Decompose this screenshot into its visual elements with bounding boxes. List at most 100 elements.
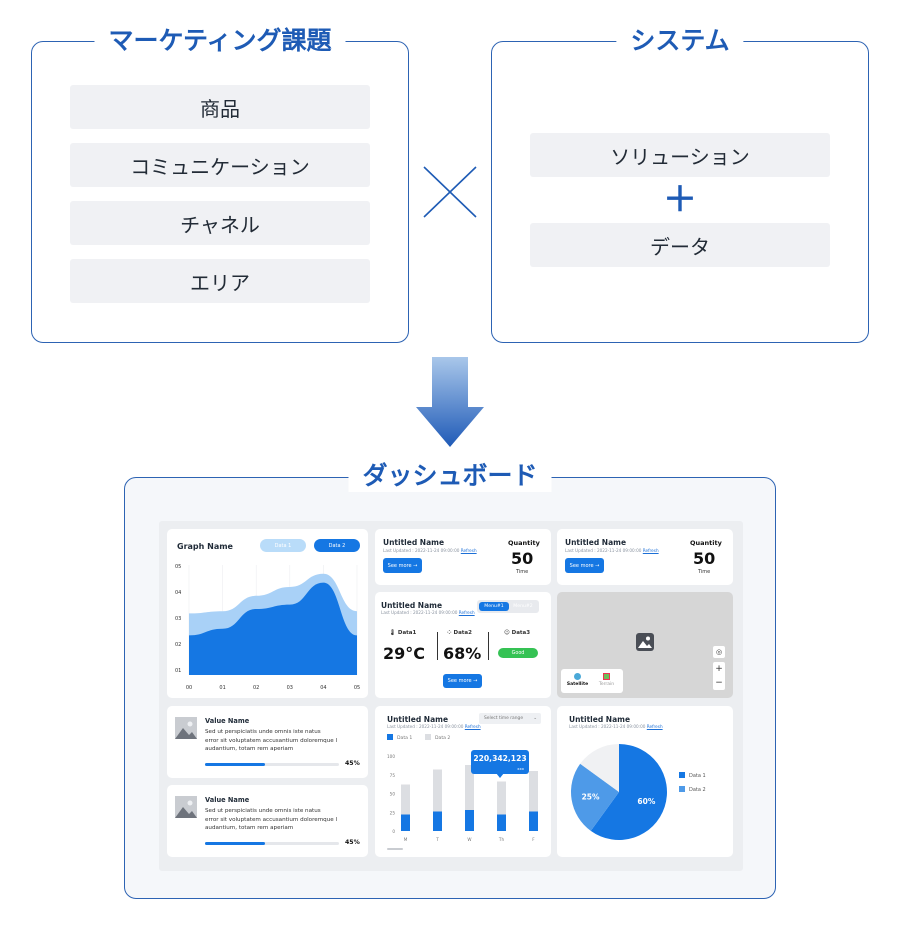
dashboard-title: ダッシュボード [348,460,552,492]
data1-value: 29°C [383,644,426,663]
issue-communication: コミュニケーション [70,143,370,187]
pie-title: Untitled Name [569,715,631,724]
zoom-in-button[interactable]: + [715,664,723,674]
marketing-issues-box: マーケティング課題 商品 コミュニケーション チャネル エリア [31,25,409,343]
bar-card: Untitled Name Last Updated : 2022-11-24 … [375,706,551,857]
qty1-refresh-link[interactable]: Refresh [460,548,477,553]
sensor-refresh-link[interactable]: Refresh [458,610,475,615]
scroll-indicator[interactable] [387,848,403,850]
bar-refresh-link[interactable]: Refresh [464,724,481,729]
map-layer-switch: Satellite Terrain [561,669,623,693]
tooltip-value: 220,342,123 [473,754,527,763]
multiply-icon [423,166,477,218]
x-tick-label: T [435,837,439,842]
value2-title: Value Name [205,796,250,804]
sensor-updated: Last Updated : 2022-11-24 09:00:00 Refre… [381,610,475,615]
toggle-data1-button[interactable]: Data 1 [260,539,306,552]
qty1-unit: Time [516,569,529,575]
value1-progress-fill [205,763,266,766]
x-tick-label: 01 [219,685,225,691]
bar-tooltip: 220,342,123 xxx [471,750,529,778]
menu1-tab[interactable]: Menu#1 [479,602,509,611]
bar-data2 [529,771,538,812]
x-tick-label: M [404,837,408,842]
y-tick-label: 01 [175,668,181,674]
issue-area: エリア [70,259,370,303]
layer-terrain-button[interactable]: Terrain [593,673,620,687]
image-thumbnail-icon [175,796,197,818]
data2-label: ⁘ Data2 [447,630,472,636]
y-tick-label: 0 [392,829,395,834]
menu-switch: Menu#1 Menu#2 [477,600,539,613]
system-box: システム ソリューション ＋ データ [491,25,869,343]
qty1-see-more-button[interactable]: See more → [383,558,422,573]
toggle-data2-button[interactable]: Data 2 [314,539,360,552]
value1-percent: 45% [345,760,360,767]
pie-updated: Last Updated : 2022-11-24 09:00:00 Refre… [569,724,663,729]
quantity-card-2: Untitled Name Last Updated : 2022-11-24 … [557,529,733,585]
sensor-see-more-button[interactable]: See more → [443,674,482,688]
bar-updated: Last Updated : 2022-11-24 09:00:00 Refre… [387,724,481,729]
pie-card: Untitled Name Last Updated : 2022-11-24 … [557,706,733,857]
legend-swatch [425,734,431,740]
time-range-select[interactable]: Select time range ⌄ [479,713,541,724]
sensor-card: Untitled Name Last Updated : 2022-11-24 … [375,592,551,698]
legend-swatch [679,786,685,792]
bar-data2 [465,765,474,810]
qty1-value: 50 [511,549,534,568]
bar-title: Untitled Name [387,715,449,724]
bar-data1 [401,814,410,831]
menu2-tab[interactable]: Menu#2 [513,604,533,609]
qty2-unit: Time [698,569,711,575]
bar-data1 [529,811,538,831]
quantity-card-1: Untitled Name Last Updated : 2022-11-24 … [375,529,551,585]
y-tick-label: 03 [175,616,181,622]
x-tick-label: 04 [320,685,326,691]
plus-icon: ＋ [663,180,697,220]
y-tick-label: 05 [175,564,181,570]
graph-card-title: Graph Name [177,542,233,551]
thermometer-icon: 🌡 [389,630,396,636]
value1-text: Sed ut perspiciatis unde omnis iste natu… [205,729,338,753]
system-solution: ソリューション [530,133,830,177]
value1-title: Value Name [205,717,250,725]
bar-data2 [401,784,410,815]
legend-label: Data 1 [397,735,412,741]
value2-percent: 45% [345,839,360,846]
y-tick-label: 02 [175,642,181,648]
map-card[interactable]: ◎ + − Satellite Terrain [557,592,733,698]
qty2-refresh-link[interactable]: Refresh [642,548,659,553]
qty2-see-more-button[interactable]: See more → [565,558,604,573]
value-card-2: Value Name Sed ut perspiciatis unde omni… [167,785,368,857]
layer-satellite-button[interactable]: Satellite [564,673,591,687]
qty1-title: Untitled Name [383,538,445,547]
bar-data2 [497,781,506,815]
x-tick-label: F [532,837,535,842]
y-tick-label: 75 [390,773,396,778]
terrain-icon [603,673,610,680]
sensor-title: Untitled Name [381,601,443,610]
value-card-1: Value Name Sed ut perspiciatis unde omni… [167,706,368,778]
zoom-out-button[interactable]: − [715,678,723,688]
y-tick-label: 25 [390,810,396,815]
legend-swatch [387,734,393,740]
legend-label: Data 2 [689,787,706,793]
data3-status-badge: Good [498,648,538,658]
data1-label: 🌡 Data1 [389,630,417,636]
divider [488,632,489,660]
y-tick-label: 50 [390,792,396,797]
bar-data1 [433,811,442,831]
value2-text: Sed ut perspiciatis unde omnis iste natu… [205,808,338,832]
pie-slice-label: 25% [582,793,600,802]
qty2-updated: Last Updated : 2022-11-24 09:00:00 Refre… [565,548,659,553]
value2-progress-bar [205,842,339,845]
x-tick-label: 05 [354,685,360,691]
pie-refresh-link[interactable]: Refresh [646,724,663,729]
value1-progress-bar [205,763,339,766]
face-icon: ☺ [504,630,510,636]
area-series-2 [189,582,357,675]
x-tick-label: 00 [186,685,192,691]
locate-icon[interactable]: ◎ [713,646,725,658]
zoom-controls: + − [713,662,725,690]
